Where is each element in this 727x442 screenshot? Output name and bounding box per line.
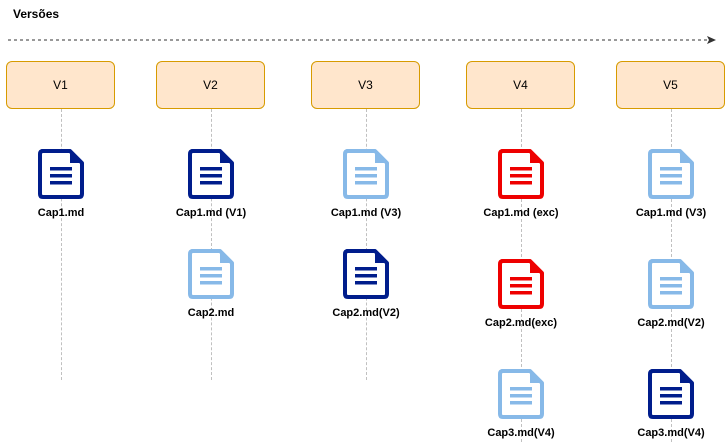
document-icon xyxy=(36,148,86,200)
document-icon xyxy=(341,148,391,200)
version-lifeline xyxy=(366,109,367,380)
document-label: Cap2.md xyxy=(187,307,235,319)
version-box-v1: V1 xyxy=(6,61,115,109)
document-label: Cap2.md(V2) xyxy=(332,307,400,319)
document-label: Cap3.md(V4) xyxy=(637,427,705,439)
version-lifeline xyxy=(61,109,62,380)
version-lifeline xyxy=(211,109,212,380)
document-icon xyxy=(496,368,546,420)
diagram-title: Versões xyxy=(13,7,60,21)
document-icon xyxy=(646,148,696,200)
version-box-v4: V4 xyxy=(466,61,575,109)
document-label: Cap1.md xyxy=(37,207,85,219)
document-icon xyxy=(186,148,236,200)
version-box-v3: V3 xyxy=(311,61,420,109)
document-label: Cap2.md(exc) xyxy=(484,317,558,329)
document-label: Cap1.md (V3) xyxy=(635,207,707,219)
document-icon xyxy=(496,258,546,310)
version-box-v5: V5 xyxy=(616,61,725,109)
document-icon xyxy=(496,148,546,200)
document-icon xyxy=(341,248,391,300)
document-icon xyxy=(646,258,696,310)
document-label: Cap1.md (V1) xyxy=(175,207,247,219)
document-icon xyxy=(186,248,236,300)
document-icon xyxy=(646,368,696,420)
document-label: Cap1.md (exc) xyxy=(483,207,559,219)
document-label: Cap3.md(V4) xyxy=(487,427,555,439)
document-label: Cap1.md (V3) xyxy=(330,207,402,219)
document-label: Cap2.md(V2) xyxy=(637,317,705,329)
version-box-v2: V2 xyxy=(156,61,265,109)
